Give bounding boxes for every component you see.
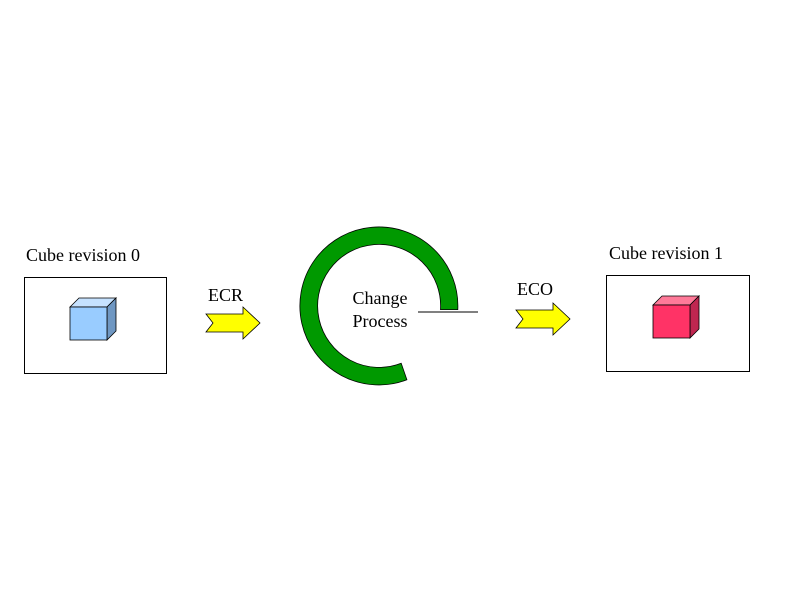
left-cube-icon	[69, 297, 117, 341]
eco-label: ECO	[517, 279, 553, 299]
right-cube-icon	[652, 295, 700, 339]
right-cube-front	[652, 304, 691, 339]
change-process-ring-icon	[299, 226, 478, 386]
left-cube-front	[69, 306, 108, 341]
left-caption: Cube revision 0	[26, 245, 140, 265]
ecr-arrow-icon	[205, 306, 261, 340]
change-process-line2: Process	[352, 311, 408, 331]
eco-arrow-icon	[515, 302, 571, 336]
change-process-label: Change Process	[340, 287, 420, 333]
ecr-label: ECR	[208, 285, 244, 305]
right-caption: Cube revision 1	[609, 243, 723, 263]
change-process-line1: Change	[352, 288, 408, 308]
